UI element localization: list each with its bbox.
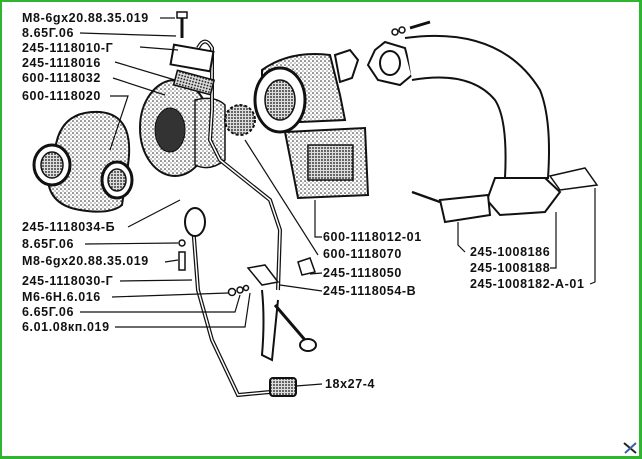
part-label: 600-1118012-01	[323, 230, 422, 244]
part-label: 18x27-4	[325, 377, 376, 391]
part-label: 245-1118010-Г	[22, 41, 114, 55]
part-label: 245-1118016	[22, 56, 101, 70]
part-label: 245-1008188	[470, 261, 551, 275]
oil-supply-tube	[169, 11, 283, 291]
oil-drain-tube	[178, 207, 317, 398]
tools-icon	[623, 442, 637, 454]
compressor-housing	[32, 110, 134, 213]
part-label: 6.01.08кп.019	[22, 320, 110, 334]
part-label: 600-1118032	[22, 71, 101, 85]
part-label: 245-1008186	[470, 245, 551, 259]
leader-lines	[79, 17, 596, 387]
part-label: 245-1118030-Г	[22, 274, 114, 288]
mounting-brackets	[411, 167, 599, 224]
part-label: 6.65Г.06	[22, 305, 75, 319]
part-label: 8.65Г.06	[22, 26, 75, 40]
turbine-housing	[253, 48, 370, 200]
part-label: 8.65Г.06	[22, 237, 75, 251]
part-label: M8-6gx20.88.35.019	[22, 254, 149, 268]
center-cartridge	[139, 79, 256, 177]
exhaust-elbow-pipe	[366, 20, 562, 217]
part-label: 245-1118050	[323, 266, 402, 280]
part-label: 245-1118054-B	[323, 284, 417, 298]
part-label: 245-1008182-A-01	[470, 277, 585, 291]
part-label: 245-1118034-Б	[22, 220, 116, 234]
part-label: 600-1118020	[22, 89, 101, 103]
part-label: 600-1118070	[323, 247, 402, 261]
part-label: M8-6gx20.88.35.019	[22, 11, 149, 25]
part-label: M6-6H.6.016	[22, 290, 101, 304]
